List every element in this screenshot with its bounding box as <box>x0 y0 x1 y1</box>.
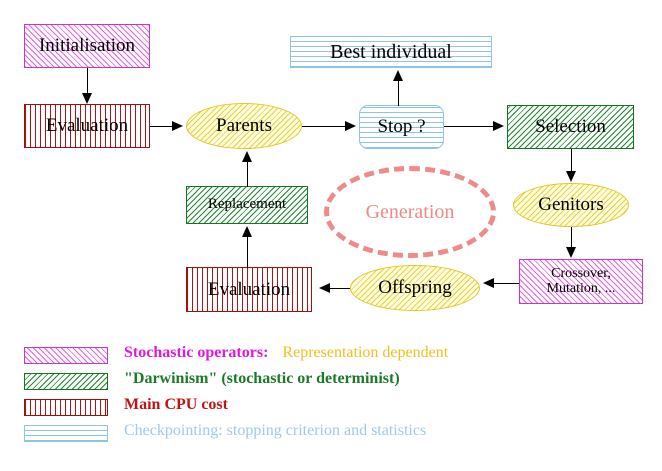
node-variation-operators[interactable]: Crossover, Mutation, ... <box>519 259 643 304</box>
edge-stop-to-best-individual <box>398 80 399 106</box>
arrowhead-parents-to-stop <box>345 121 356 131</box>
arrowhead-replacement-to-parents <box>242 151 252 162</box>
legend-row-stochastic-operators: Stochastic operators: Representation dep… <box>24 344 644 370</box>
legend-label-checkpointing: Checkpointing: stopping criterion and st… <box>124 422 427 439</box>
arrowhead-operators-to-offspring <box>483 278 494 288</box>
edge-initialisation-to-evaluation <box>87 68 88 95</box>
edge-stop-to-selection <box>444 126 495 127</box>
arrowhead-evaluation-to-replacement <box>242 226 252 237</box>
edge-replacement-to-parents <box>247 162 248 187</box>
legend-label-main-cpu-cost: Main CPU cost <box>124 396 228 413</box>
legend-swatch-blue-horizontal-hatch <box>24 425 108 442</box>
legend-row-main-cpu-cost: Main CPU cost <box>24 396 644 422</box>
legend-label-representation-dependent: Representation dependent <box>282 344 449 361</box>
legend-text-stochastic-operators: Stochastic operators: Representation dep… <box>124 344 448 362</box>
node-selection[interactable]: Selection <box>507 105 634 149</box>
arrowhead-evaluation-to-parents <box>172 121 183 131</box>
node-variation-operators-line1: Crossover, <box>551 265 611 281</box>
node-evaluation-top-label: Evaluation <box>45 115 129 137</box>
legend-label-darwinism: "Darwinism" (stochastic or determinist) <box>124 370 400 387</box>
legend-swatch-red-vertical-hatch <box>24 399 108 416</box>
node-parents-label: Parents <box>216 115 272 137</box>
node-best-individual[interactable]: Best individual <box>290 36 492 68</box>
arrowhead-genitors-to-operators <box>566 247 576 258</box>
edge-offspring-to-evaluation <box>330 288 350 289</box>
legend-text-checkpointing: Checkpointing: stopping criterion and st… <box>124 422 426 440</box>
node-offspring-label: Offspring <box>378 277 452 299</box>
legend-row-checkpointing: Checkpointing: stopping criterion and st… <box>24 422 644 448</box>
legend-text-main-cpu-cost: Main CPU cost <box>124 396 228 414</box>
node-offspring[interactable]: Offspring <box>350 265 480 311</box>
legend-swatch-green-diagonal-hatch <box>24 373 108 390</box>
edge-genitors-to-operators <box>571 227 572 249</box>
node-replacement[interactable]: Replacement <box>186 186 308 224</box>
node-evaluation-top[interactable]: Evaluation <box>24 104 150 148</box>
edge-operators-to-offspring <box>494 283 519 284</box>
node-initialisation-label: Initialisation <box>38 35 136 57</box>
legend: Stochastic operators: Representation dep… <box>24 344 644 448</box>
legend-swatch-magenta-diagonal-hatch <box>24 347 108 364</box>
arrowhead-offspring-to-evaluation <box>319 283 330 293</box>
arrowhead-initialisation-to-evaluation <box>82 93 92 104</box>
node-evaluation-bottom[interactable]: Evaluation <box>186 267 312 312</box>
node-generation-label: Generation <box>365 200 455 223</box>
edge-parents-to-stop <box>302 126 347 127</box>
arrowhead-stop-to-selection <box>493 121 504 131</box>
legend-text-darwinism: "Darwinism" (stochastic or determinist) <box>124 370 400 388</box>
node-selection-label: Selection <box>535 116 606 138</box>
edge-evaluation-to-replacement <box>247 236 248 268</box>
node-stop-condition-label: Stop ? <box>377 116 426 138</box>
node-stop-condition[interactable]: Stop ? <box>359 105 444 149</box>
node-evaluation-bottom-label: Evaluation <box>207 278 291 300</box>
arrowhead-stop-to-best-individual <box>393 70 403 81</box>
edge-selection-to-genitors <box>571 149 572 173</box>
node-genitors[interactable]: Genitors <box>513 183 629 227</box>
edge-evaluation-to-parents <box>150 126 176 127</box>
node-replacement-label: Replacement <box>207 196 287 213</box>
node-variation-operators-line2: Mutation, ... <box>546 280 616 296</box>
node-genitors-label: Genitors <box>538 194 604 216</box>
legend-label-stochastic-operators: Stochastic operators: <box>124 344 269 361</box>
node-best-individual-label: Best individual <box>330 40 452 63</box>
node-initialisation[interactable]: Initialisation <box>24 24 150 68</box>
arrowhead-selection-to-genitors <box>566 171 576 182</box>
legend-row-darwinism: "Darwinism" (stochastic or determinist) <box>24 370 644 396</box>
node-generation-loop: Generation <box>324 166 496 258</box>
node-parents[interactable]: Parents <box>186 103 302 149</box>
